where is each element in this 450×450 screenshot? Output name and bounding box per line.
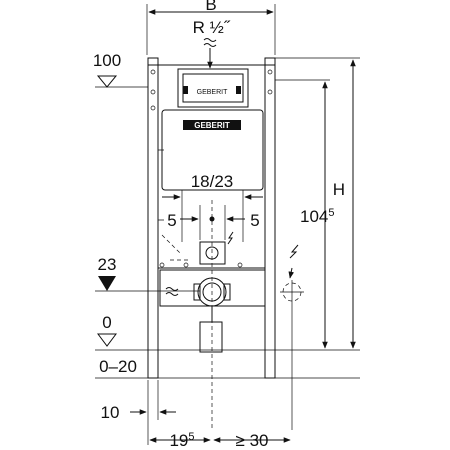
drain-assembly — [159, 269, 266, 353]
floor-level-label: 0 — [102, 313, 111, 332]
small-lightning-icon — [227, 231, 234, 245]
filled-triangle-marker — [98, 276, 116, 291]
bottom-center-label: 195 — [169, 431, 194, 450]
height-label: H — [333, 180, 345, 199]
drain-wave-icon — [165, 287, 179, 296]
frame-height-dimension: 1045 — [275, 79, 335, 349]
cistern: GEBERIT — [158, 109, 264, 261]
total-height-dimension: H — [275, 57, 360, 349]
lightning-icon — [288, 244, 299, 279]
connection-block — [158, 231, 265, 269]
level-100: 100 — [93, 51, 148, 88]
bottom-right-label: ≥ 30 — [236, 431, 269, 450]
plate-logo: GEBERIT — [197, 89, 228, 96]
level-23: 23 — [95, 255, 200, 292]
frame-height-label: 1045 — [300, 207, 335, 226]
supply-label: R ½˝ — [193, 18, 231, 37]
width-dimension: B R ½˝ — [146, 0, 276, 55]
open-triangle-marker — [97, 333, 117, 347]
spacing-dimension: 18/23 — [162, 172, 263, 242]
water-wave-icon — [203, 38, 217, 69]
floor-range-label: 0–20 — [99, 357, 137, 376]
bottom-dimensions: 10 195 ≥ 30 — [101, 380, 291, 450]
width-label: B — [205, 0, 216, 14]
electrical-box — [280, 280, 304, 430]
right-offset-label: 5 — [250, 211, 259, 230]
spacing-label: 18/23 — [191, 172, 234, 191]
open-triangle-marker — [96, 75, 118, 88]
bottom-left-label: 10 — [101, 403, 120, 422]
offset-dimensions: 5 5 — [167, 205, 260, 240]
cistern-logo: GEBERIT — [194, 121, 230, 130]
flush-plate: GEBERIT — [177, 68, 249, 108]
top-level-label: 100 — [93, 51, 121, 70]
level-0: 0 — [95, 313, 360, 351]
mid-level-label: 23 — [98, 255, 117, 274]
left-offset-label: 5 — [167, 211, 176, 230]
